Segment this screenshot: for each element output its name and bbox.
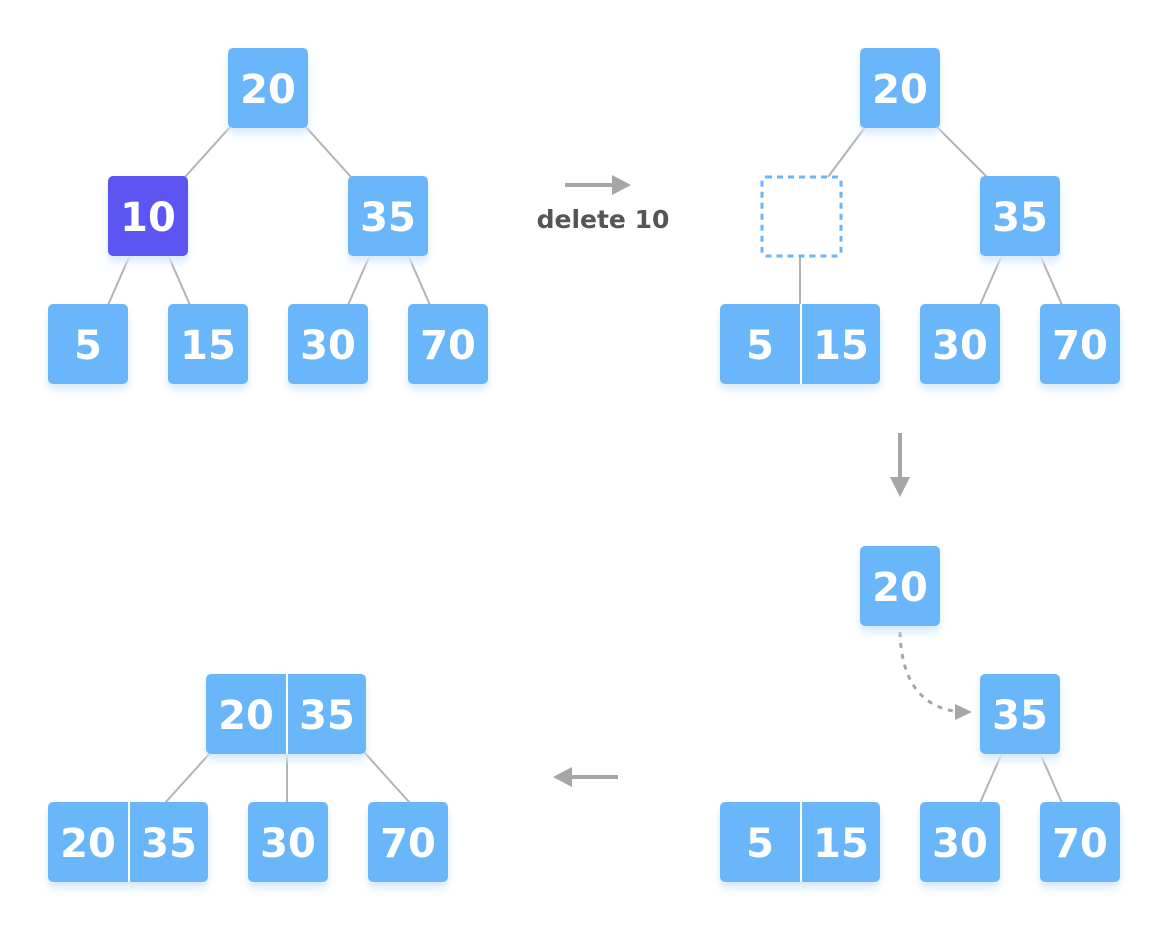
tree-result: 20 35 20 35 30 70 xyxy=(48,674,448,882)
node-key: 70 xyxy=(1052,821,1108,867)
leaf-node: 30 xyxy=(920,304,1000,384)
node-key: 15 xyxy=(813,821,869,867)
node-root: 20 xyxy=(228,48,308,128)
node-key: 30 xyxy=(932,323,988,369)
arrow-down-icon xyxy=(890,477,910,497)
merged-leaf-node: 5 15 xyxy=(720,304,880,384)
edge-35-30 xyxy=(979,254,1003,306)
node-key: 35 xyxy=(360,195,416,241)
node-key: 5 xyxy=(74,323,102,369)
node-key: 35 xyxy=(299,693,355,739)
edge-10-5 xyxy=(107,254,131,306)
tree-after-delete: 20 35 5 15 30 70 xyxy=(720,48,1120,384)
edge-root-left xyxy=(164,751,212,804)
edge-20-35 xyxy=(304,125,352,178)
node-key: 20 xyxy=(872,565,928,611)
edge-20-35 xyxy=(935,125,988,178)
tree-merge-step: 20 35 5 15 30 70 xyxy=(720,546,1120,882)
arrow-left-icon xyxy=(553,767,572,787)
node-deleted-key: 10 xyxy=(108,176,188,256)
leaf-node: 5 xyxy=(48,304,128,384)
node-key: 20 xyxy=(872,67,928,113)
arrow-right-icon xyxy=(612,175,631,195)
edge-35-70 xyxy=(407,254,431,306)
merged-leaf-node: 5 15 xyxy=(720,802,880,882)
node-key: 5 xyxy=(746,821,774,867)
step-caption: delete 10 xyxy=(537,205,670,234)
node-key: 5 xyxy=(746,323,774,369)
node-key: 15 xyxy=(813,323,869,369)
node-key: 70 xyxy=(1052,323,1108,369)
node-key: 30 xyxy=(300,323,356,369)
edge-35-70 xyxy=(1039,752,1063,804)
node-key: 30 xyxy=(260,821,316,867)
node-key: 20 xyxy=(240,67,296,113)
arrow-right-icon xyxy=(955,704,972,720)
node-key: 20 xyxy=(60,821,116,867)
leaf-node: 70 xyxy=(1040,304,1120,384)
arrow-left xyxy=(553,767,618,787)
leaf-node: 30 xyxy=(288,304,368,384)
leaf-node: 30 xyxy=(248,802,328,882)
node-key: 20 xyxy=(218,693,274,739)
node-right-child: 35 xyxy=(348,176,428,256)
node-key: 30 xyxy=(932,821,988,867)
node-key: 70 xyxy=(420,323,476,369)
node-key: 15 xyxy=(180,323,236,369)
merged-root-node: 20 35 xyxy=(206,674,366,754)
edge-35-70 xyxy=(1039,254,1063,306)
node-key: 35 xyxy=(992,693,1048,739)
leaf-node: 15 xyxy=(168,304,248,384)
edge-root-right xyxy=(363,751,411,804)
merged-leaf-node: 20 35 xyxy=(48,802,208,882)
merge-curve-arrow xyxy=(898,631,961,714)
node-key: 70 xyxy=(380,821,436,867)
node-key: 35 xyxy=(992,195,1048,241)
node-right-child: 35 xyxy=(980,176,1060,256)
leaf-node: 30 xyxy=(920,802,1000,882)
edge-35-30 xyxy=(347,254,371,306)
arrow-right xyxy=(565,175,631,195)
node-key: 35 xyxy=(141,821,197,867)
edge-35-30 xyxy=(979,752,1003,804)
node-right-child: 35 xyxy=(980,674,1060,754)
tree-original: 20 10 35 5 15 30 70 xyxy=(48,48,488,384)
empty-node-placeholder xyxy=(760,175,843,258)
node-root: 20 xyxy=(860,48,940,128)
arrow-down xyxy=(890,433,910,497)
leaf-node: 70 xyxy=(408,304,488,384)
node-root: 20 xyxy=(860,546,940,626)
edge-20-10 xyxy=(184,125,232,178)
node-key: 10 xyxy=(120,195,176,241)
leaf-node: 70 xyxy=(1040,802,1120,882)
edge-20-empty xyxy=(827,125,867,178)
edge-10-15 xyxy=(167,254,191,306)
leaf-node: 70 xyxy=(368,802,448,882)
